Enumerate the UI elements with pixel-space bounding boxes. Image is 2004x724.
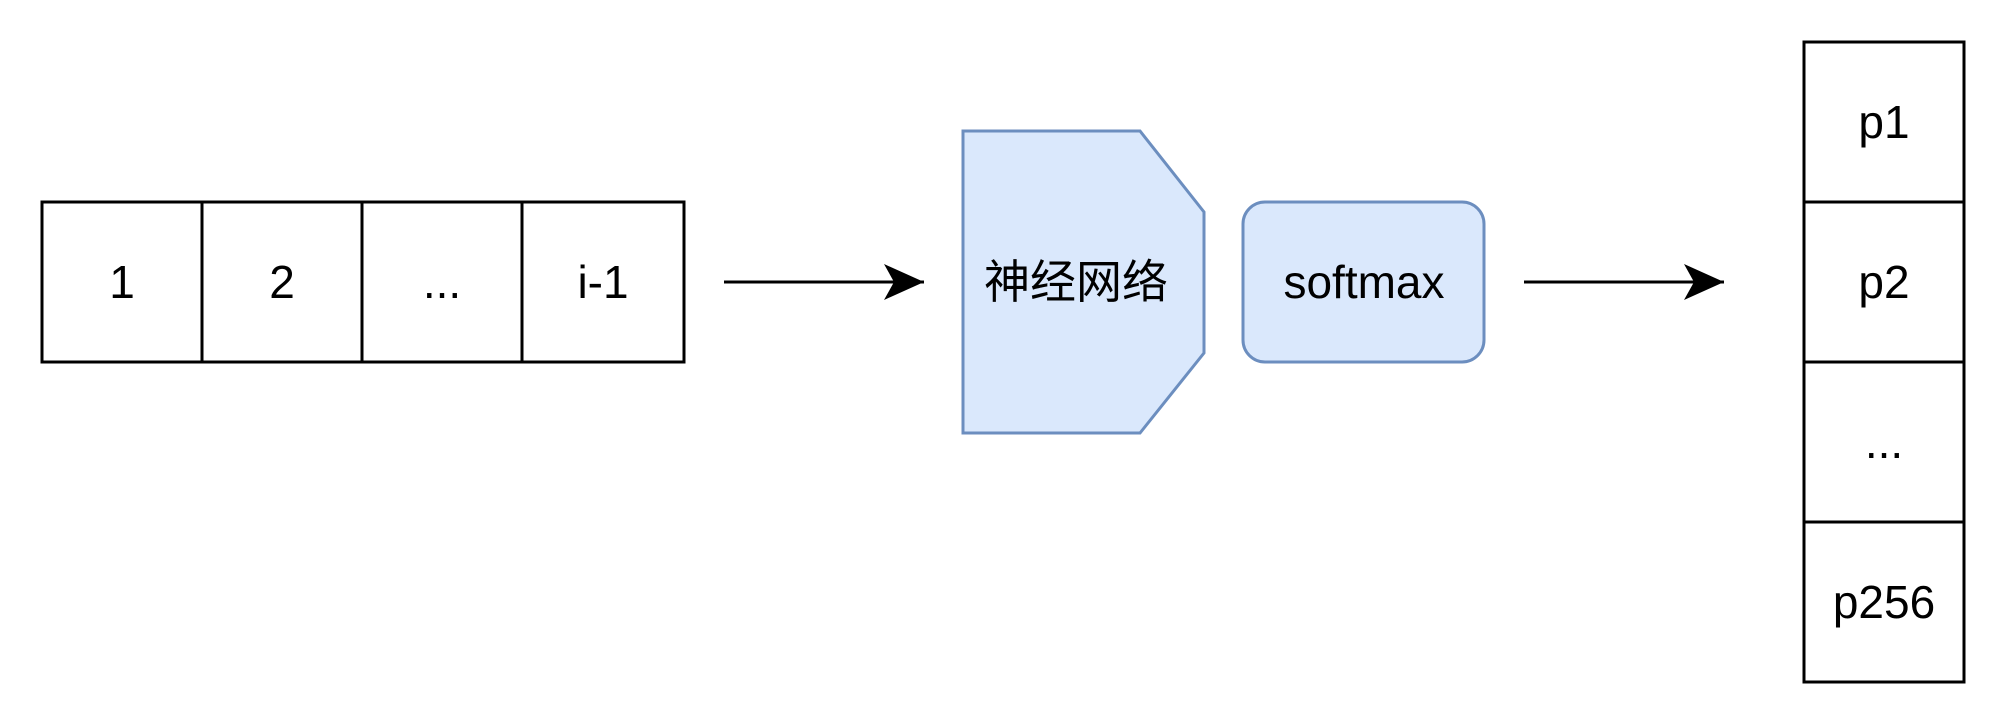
neural-network-label: 神经网络 [984,256,1168,308]
input-cell: ... [360,200,524,364]
input-sequence: 1 2 ... i-1 [40,200,686,364]
input-cell-label: ... [423,256,461,308]
arrow-softmax-to-output-head [1684,264,1724,300]
output-cell-label: p1 [1858,96,1909,148]
input-cell: 2 [200,200,364,364]
output-cell: p2 [1802,200,1966,364]
output-cell: ... [1802,360,1966,524]
output-cell: p256 [1802,520,1966,684]
output-cell: p1 [1802,40,1966,204]
softmax-shape [1241,200,1486,364]
softmax-label: softmax [1283,256,1444,308]
neural-network-block: 神经网络 [961,129,1206,435]
input-cell-label: 2 [269,256,295,308]
input-cell-label: i-1 [577,256,628,308]
input-cell: i-1 [520,200,686,364]
input-cell-label: 1 [109,256,135,308]
output-cell-label: p2 [1858,256,1909,308]
output-cell-label: p256 [1833,576,1935,628]
neural-network-shape [961,129,1206,435]
output-distribution: p1 p2 ... p256 [1802,40,1966,684]
input-cell: 1 [40,200,204,364]
output-cell-label: ... [1865,416,1903,468]
softmax-block: softmax [1241,200,1486,364]
arrow-input-to-network-head [884,264,924,300]
